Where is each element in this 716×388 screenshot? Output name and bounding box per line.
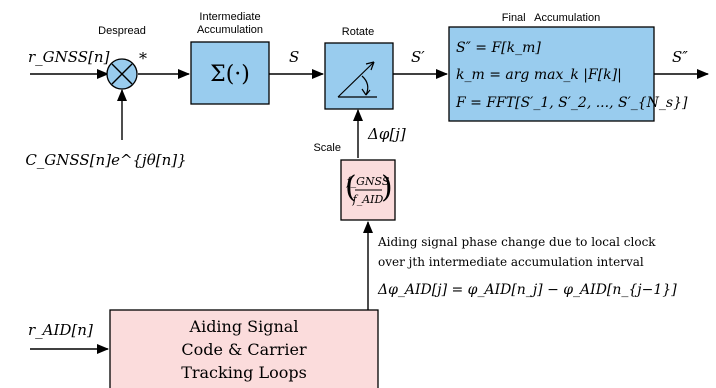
multiply-icon	[111, 63, 133, 85]
scale-denominator: f_AID	[352, 193, 384, 206]
aiding-note-line1: Aiding signal phase change due to local …	[377, 235, 656, 249]
sum-symbol: Σ(·)	[210, 62, 250, 87]
aiding-block-line2: Code & Carrier	[181, 340, 307, 359]
scale-bracket-left: (	[345, 170, 357, 205]
final-eq-1: S″ = F[k_m]	[456, 40, 541, 56]
final-output-label: S″	[672, 48, 688, 66]
scale-output-label: Δφ[j]	[367, 125, 406, 143]
intermediate-label-line2: Accumulation	[197, 24, 263, 36]
aiding-tracking-block	[109, 309, 379, 388]
final-eq-3: F = FFT[S′_1, S′_2, ..., S′_{N_s}]	[455, 95, 688, 111]
despread-label: Despread	[98, 25, 146, 37]
final-label: Final Accumulation	[502, 12, 600, 24]
intermediate-label-line1: Intermediate	[199, 11, 260, 23]
accum-output-label: S	[289, 48, 299, 66]
scale-label: Scale	[313, 142, 341, 154]
aiding-note-line2: over jth intermediate accumulation inter…	[378, 255, 644, 269]
rotate-output-label: S′	[411, 48, 425, 66]
conjugate-mark: *	[139, 49, 147, 68]
aiding-block-line1: Aiding Signal	[189, 317, 299, 336]
aiding-phase-equation: Δφ_AID[j] = φ_AID[n_j] − φ_AID[n_{j−1}]	[377, 282, 677, 298]
scale-bracket-right: )	[381, 170, 393, 205]
rotation-icon	[337, 61, 377, 98]
aid-input-label: r_AID[n]	[28, 321, 93, 339]
scale-ratio: ( ) f_GNSS f_AID	[345, 170, 393, 206]
reference-label: C_GNSS[n]e^{jθ[n]}	[25, 151, 186, 169]
aiding-block-line3: Tracking Loops	[181, 363, 307, 382]
intermediate-accumulation-block	[190, 41, 270, 105]
final-accumulation-block	[448, 26, 655, 122]
final-eq-2: k_m = arg max_k |F[k]|	[456, 67, 622, 83]
gnss-input-label: r_GNSS[n]	[28, 48, 110, 66]
rotate-label: Rotate	[342, 26, 374, 38]
scale-numerator: f_GNSS	[346, 175, 390, 188]
